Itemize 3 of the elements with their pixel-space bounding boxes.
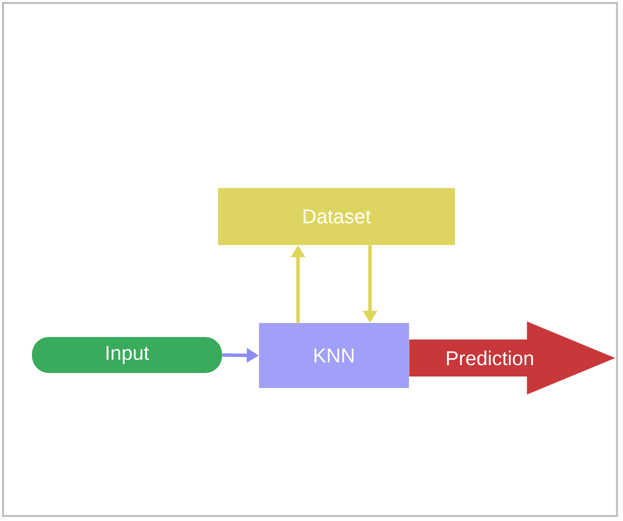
- input-pill: Input: [32, 337, 222, 373]
- dataset-box: Dataset: [218, 188, 455, 245]
- knn-box: KNN: [259, 323, 409, 388]
